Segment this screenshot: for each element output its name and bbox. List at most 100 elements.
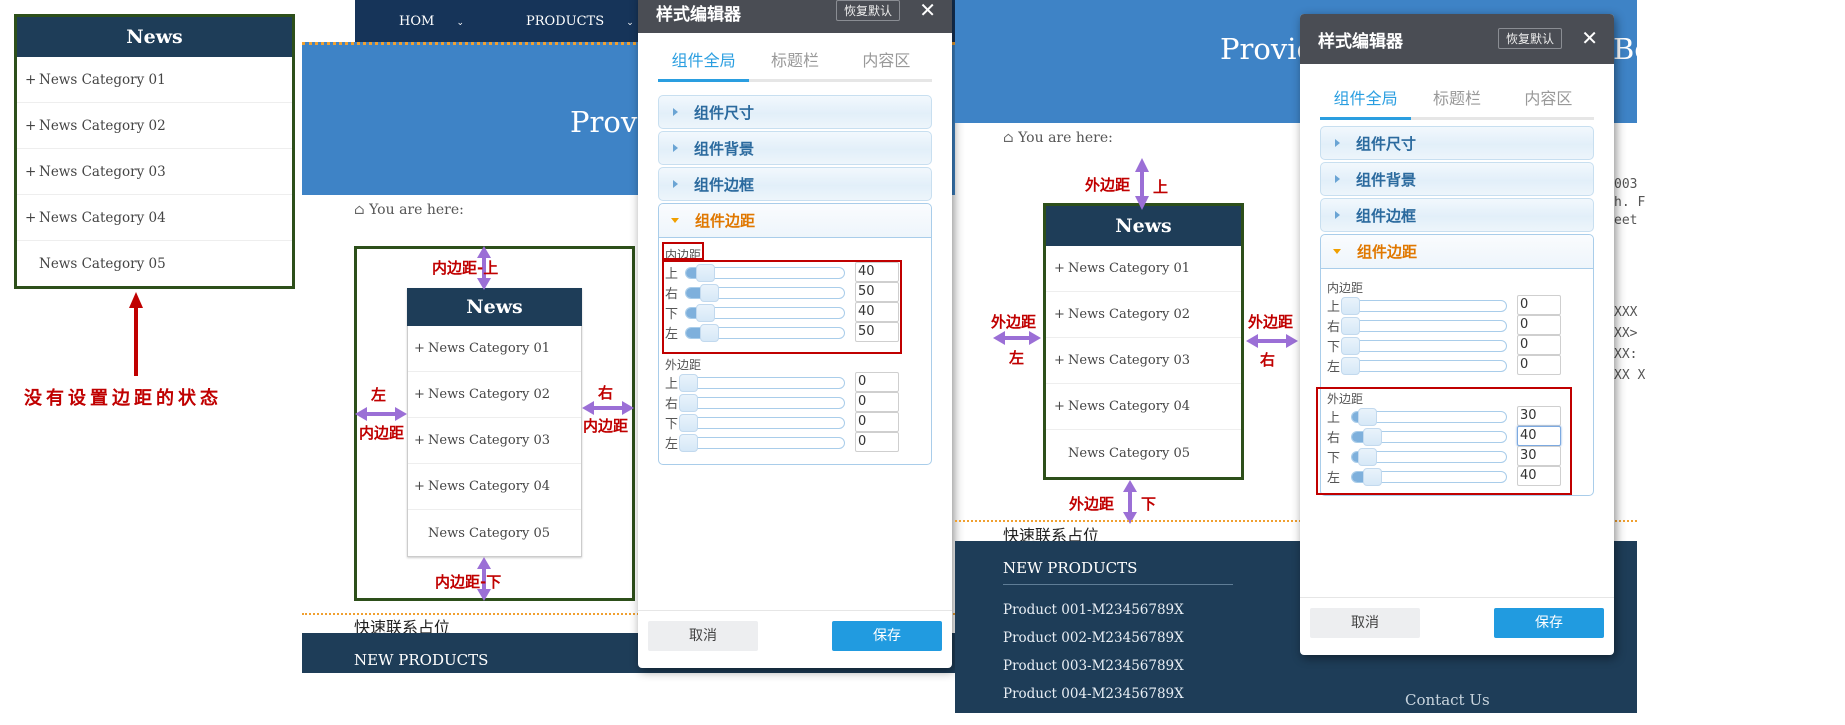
footer-title: NEW PRODUCTS — [1003, 559, 1138, 577]
double-arrow-vertical-icon — [1123, 480, 1137, 524]
tab-content[interactable]: 内容区 — [1524, 89, 1573, 108]
section-background[interactable]: 组件背景 — [658, 131, 932, 165]
section-spacing-header[interactable]: 组件边距 — [659, 204, 931, 238]
close-icon[interactable]: ✕ — [1581, 26, 1598, 50]
padding-bottom-input[interactable]: 40 — [855, 302, 899, 322]
double-arrow-horizontal-icon — [355, 407, 407, 421]
annotation-margin-top-side: 上 — [1153, 178, 1169, 196]
annotation-margin-bottom: 外边距 — [1069, 495, 1115, 513]
annotation-left-padding: 内边距 — [359, 424, 405, 442]
annotation-right-label: 右 — [598, 384, 614, 402]
annotation-margin-left-side: 左 — [1009, 349, 1025, 367]
tab-titlebar[interactable]: 标题栏 — [770, 51, 819, 70]
product-link[interactable]: Product 001-M23456789X — [1003, 602, 1184, 618]
section-background[interactable]: 组件背景 — [1320, 162, 1594, 196]
news-category-item[interactable]: +News Category 03 — [1046, 338, 1241, 384]
home-icon[interactable]: ⌂ — [1003, 130, 1014, 146]
news-widget-margined: News +News Category 01 +News Category 02… — [1043, 203, 1244, 480]
news-category-item[interactable]: +News Category 04 — [408, 464, 581, 510]
news-category-item[interactable]: News Category 05 — [39, 256, 166, 272]
annotation-margin-bottom-side: 下 — [1141, 495, 1157, 513]
nav-item-products[interactable]: PRODUCTS ⌄ — [526, 14, 634, 29]
section-size[interactable]: 组件尺寸 — [1320, 126, 1594, 160]
margin-left-input[interactable]: 40 — [1517, 466, 1561, 486]
breadcrumb: ⌂ You are here: — [354, 202, 464, 218]
news-category-item[interactable]: +News Category 02 — [408, 372, 581, 418]
tab-global[interactable]: 组件全局 — [1320, 84, 1412, 120]
margin-left-input[interactable]: 0 — [855, 432, 899, 452]
caption-no-margin: 没有设置边距的状态 — [24, 388, 222, 409]
close-icon[interactable]: ✕ — [919, 0, 936, 22]
tab-titlebar[interactable]: 标题栏 — [1432, 89, 1481, 108]
news-category-item[interactable]: +News Category 03 — [408, 418, 581, 464]
reset-default-button[interactable]: 恢复默认 — [835, 0, 900, 21]
padding-left-input[interactable]: 50 — [855, 322, 899, 342]
news-category-item[interactable]: News Category 05 — [428, 525, 550, 541]
news-category-item[interactable]: +News Category 02 — [1046, 292, 1241, 338]
banner-title-right: Be — [1613, 32, 1652, 66]
news-category-item[interactable]: +News Category 01 — [17, 57, 292, 103]
contact-us-heading: Contact Us — [1405, 691, 1490, 709]
margin-top-input[interactable]: 30 — [1517, 406, 1561, 426]
product-link[interactable]: Product 002-M23456789X — [1003, 630, 1184, 646]
annotation-left-label: 左 — [371, 386, 387, 404]
annotation-padding-top: 内边距-上 — [432, 259, 499, 277]
news-category-item[interactable]: +News Category 01 — [1046, 246, 1241, 292]
product-link[interactable]: Product 003-M23456789X — [1003, 658, 1184, 674]
cancel-button[interactable]: 取消 — [1310, 608, 1420, 638]
double-arrow-horizontal-icon — [1246, 334, 1298, 348]
padding-top-input[interactable]: 40 — [855, 262, 899, 282]
news-category-item[interactable]: +News Category 03 — [17, 149, 292, 195]
section-border[interactable]: 组件边框 — [658, 167, 932, 201]
padding-left-input[interactable]: 0 — [1517, 355, 1561, 375]
annotation-padding-bottom: 内边距-下 — [435, 573, 502, 591]
tab-content[interactable]: 内容区 — [862, 51, 911, 70]
tab-global[interactable]: 组件全局 — [658, 46, 750, 82]
margin-right-input[interactable]: 0 — [855, 392, 899, 412]
padding-bottom-input[interactable]: 0 — [1517, 335, 1561, 355]
save-button[interactable]: 保存 — [1494, 608, 1604, 638]
news-category-item[interactable]: +News Category 04 — [1046, 384, 1241, 430]
padding-right-input[interactable]: 0 — [1517, 315, 1561, 335]
section-spacing-header[interactable]: 组件边距 — [1321, 235, 1593, 269]
margin-right-input[interactable]: 40 — [1517, 426, 1561, 446]
margin-bottom-input[interactable]: 30 — [1517, 446, 1561, 466]
padding-right-input[interactable]: 50 — [855, 282, 899, 302]
nav-item-home[interactable]: HOM ⌄ — [399, 14, 464, 29]
margin-bottom-input[interactable]: 0 — [855, 412, 899, 432]
news-category-item[interactable]: +News Category 01 — [408, 326, 581, 372]
section-size[interactable]: 组件尺寸 — [658, 95, 932, 129]
news-category-item[interactable]: News Category 05 — [1068, 445, 1190, 461]
padding-top-input[interactable]: 0 — [1517, 295, 1561, 315]
double-arrow-vertical-icon — [1135, 158, 1149, 210]
margin-top-input[interactable]: 0 — [855, 372, 899, 392]
news-category-item[interactable]: +News Category 04 — [17, 195, 292, 241]
reset-default-button[interactable]: 恢复默认 — [1497, 28, 1562, 49]
section-border[interactable]: 组件边框 — [1320, 198, 1594, 232]
news-category-item[interactable]: +News Category 02 — [17, 103, 292, 149]
product-link[interactable]: Product 004-M23456789X — [1003, 686, 1184, 702]
cancel-button[interactable]: 取消 — [648, 621, 758, 651]
chevron-right-icon — [673, 144, 678, 152]
save-button[interactable]: 保存 — [832, 621, 942, 651]
home-icon[interactable]: ⌂ — [354, 202, 365, 218]
dialog-title: 样式编辑器 — [656, 5, 741, 25]
